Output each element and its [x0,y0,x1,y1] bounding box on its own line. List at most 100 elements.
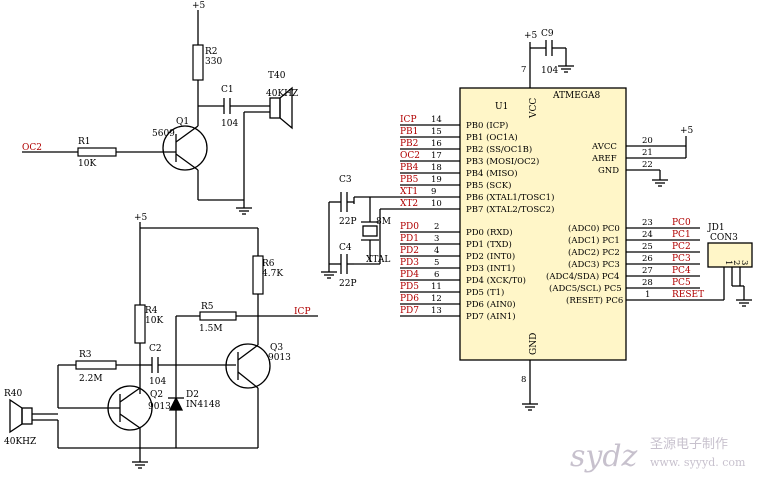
mcu-vcc-label: VCC [529,98,539,119]
r40-transducer [21,407,33,425]
pin-num: 3 [434,234,439,244]
right-pin-0: (ADC0) PC0 23 PC0 [568,218,700,234]
pin-net: PD7 [400,306,419,316]
pin-name: PB5 (SCK) [466,180,511,191]
jd1-pin1: 1 [723,260,733,265]
resistor-r1 [77,147,117,157]
pin-net: PB5 [400,175,419,185]
r2-ref: R2 [205,47,218,57]
right-top-pin-1: AREF 21 [591,148,686,164]
t40-ref: T40 [268,71,286,81]
c1-ref: C1 [221,85,234,95]
pin-net: PD6 [400,294,419,304]
r6-ref: R6 [262,259,275,269]
vcc-label-top: +5 [192,1,206,11]
oc2-net-label: OC2 [22,143,42,153]
r4-ref: R4 [145,306,158,316]
pin-num: 10 [431,199,442,209]
pin-num: 24 [642,230,653,240]
resistor-r2 [192,44,204,81]
q1-part: 5609 [152,129,175,139]
resistor-r3 [75,360,117,370]
right-top-pin-0: AVCC 20 [591,136,686,152]
resistor-r4 [134,304,146,344]
resistor-r5 [199,311,237,321]
pin-num: 23 [642,218,653,228]
pin-num: 26 [642,254,653,264]
pin-name: PD4 (XCK/T0) [466,275,526,286]
pin-name: PD0 (RXD) [466,227,513,238]
pin-net: PB1 [400,127,418,137]
pin-name: PB7 (XTAL2/TOSC2) [466,204,554,215]
r3-value: 2.2M [79,374,103,384]
pin-net: XT2 [400,199,418,209]
icp-net-label: ICP [294,307,311,317]
pin-num: 2 [434,222,439,232]
r2-value: 330 [205,57,222,67]
right-pin-3: (ADC3) PC3 26 PC3 [568,254,700,270]
c3-ref: C3 [339,175,352,185]
q2-emitter [119,413,141,429]
jd1-ref: JD1 [707,223,725,233]
pin-num: 1 [645,290,650,300]
jd1-pin2: 2 [731,260,741,265]
t40-freq: 40KHZ [266,89,298,99]
left-pin-2: PB2 16 PB2 (SS/OC1B) [400,139,532,155]
pin-name: (ADC3) PC3 [568,259,620,270]
pin-num: 17 [431,151,442,161]
mcu-atmega8: U1 ATMEGA8 VCC GND 7 +5 C9 104 8 ICP 14 … [354,29,724,411]
c1-value: 104 [221,119,238,129]
crystal-freq: 8M [376,217,391,227]
pin-num: 14 [431,115,442,125]
pin-name: (RESET) PC6 [566,295,623,306]
pin-num: 12 [431,294,442,304]
crystal-circuit: C3 22P 8M XTAL C4 22P [321,175,391,289]
q3-emitter [237,371,259,389]
pin-net: PC3 [672,254,691,264]
pin-net: PD2 [400,246,419,256]
left-pin-9: PD1 3 PD1 (TXD) [400,234,512,250]
mcu-body [459,87,627,361]
receiver-circuit: +5 R6 4.7K ICP R4 10K R3 2.2M C2 104 R5 … [4,213,318,469]
left-pin-4: PB4 18 PB4 (MISO) [400,163,518,179]
r40-horn [9,398,23,434]
pin-num: 19 [431,175,442,185]
pin-num: 18 [431,163,442,173]
watermark: sydz 圣源电子制作 www. syyyd. com [570,437,746,474]
mcu-part: ATMEGA8 [552,91,600,101]
pin-net: PD5 [400,282,419,292]
crystal-label: XTAL [366,255,390,265]
c9-ref: C9 [541,29,554,39]
transistor-q1 [162,125,208,171]
pin-num: 15 [431,127,442,137]
r4-value: 10K [145,316,163,326]
pin-num: 22 [642,160,653,170]
left-pin-1: PB1 15 PB1 (OC1A) [400,127,518,143]
pin-net: PC5 [672,278,691,288]
mcu-gnd-label: GND [529,333,539,355]
pin-net: PD0 [400,222,419,232]
r5-value: 1.5M [199,324,223,334]
pin-net: PB4 [400,163,419,173]
pin-net: PC2 [672,242,691,252]
q1-collector [175,125,199,143]
connector-jd1: JD1 CON3 1 2 3 [707,223,753,307]
t40-transducer [269,97,281,119]
left-pin-7: XT2 10 PB7 (XTAL2/TOSC2) [380,199,554,215]
watermark-company: 圣源电子制作 [650,437,728,452]
pin-name: (ADC1) PC1 [568,235,620,246]
pin-name: PB3 (MOSI/OC2) [466,156,539,167]
pin-net: RESET [672,290,704,300]
pin-net: ICP [400,115,417,125]
jd1-body [707,242,753,268]
left-pin-12: PD4 6 PD4 (XCK/T0) [400,270,526,286]
pin-name: (ADC2) PC2 [568,247,620,258]
left-pin-15: PD7 13 PD7 (AIN1) [400,306,516,322]
pin-net: PB2 [400,139,418,149]
pin-name: GND [598,166,619,176]
pin-name: PB6 (XTAL1/TOSC1) [466,192,554,203]
right-pin-4: (ADC4/SDA) PC4 27 PC4 [546,266,700,282]
gnd-pin-num: 8 [521,375,526,385]
pin-net: PC4 [672,266,691,276]
